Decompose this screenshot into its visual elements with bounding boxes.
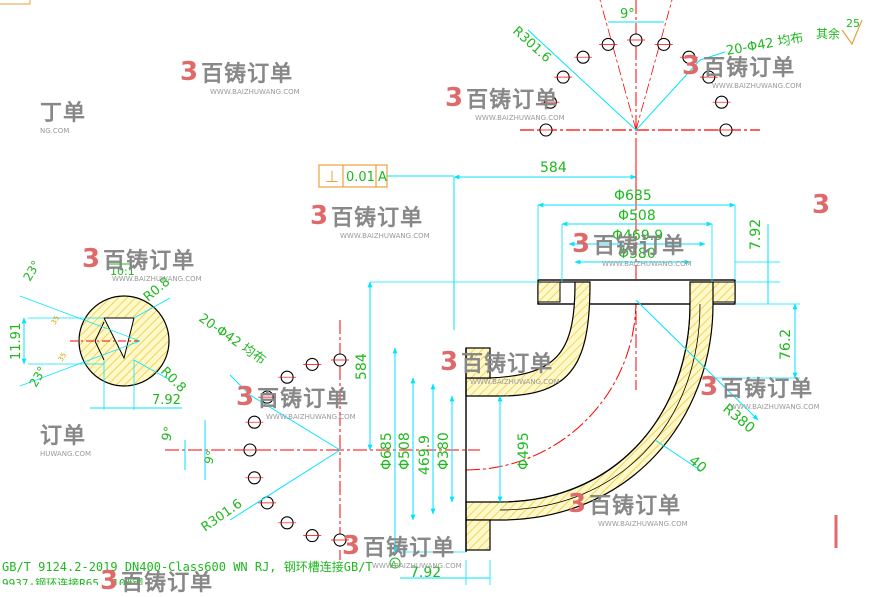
left-angle-9: 9° bbox=[159, 425, 177, 443]
d469-top: Φ469.9 bbox=[612, 228, 663, 244]
left-angle-9b: 9° bbox=[201, 449, 218, 466]
detail-r08-bottom: R0.8 bbox=[157, 364, 189, 396]
detail-scale: 10:1 bbox=[110, 265, 135, 278]
d792-bottom: 7.92 bbox=[410, 565, 441, 581]
flange-elbow-drawing: R301.6 20-Φ42 均布 9° 其余 25 584 ⊥ 0.01 A bbox=[0, 0, 863, 585]
top-bolt-holes bbox=[537, 33, 735, 137]
d469-left: 469.9 bbox=[417, 435, 433, 475]
detail-small-a: 35 bbox=[50, 314, 61, 326]
detail-11-91: 11.91 bbox=[9, 323, 24, 360]
tolerance-datum: A bbox=[378, 170, 387, 185]
d380-top: Φ380 bbox=[618, 246, 656, 262]
top-dimension-584: 584 bbox=[453, 160, 637, 330]
d380-left: Φ380 bbox=[436, 432, 452, 470]
d40-label: 40 bbox=[685, 453, 709, 477]
top-holes-label: 20-Φ42 均布 bbox=[725, 31, 805, 59]
d495: Φ495 bbox=[516, 432, 532, 470]
perpendicularity-frame: ⊥ 0.01 A bbox=[318, 164, 454, 188]
top-radius-label: R301.6 bbox=[509, 24, 553, 66]
detail-angle-top: 23° bbox=[20, 258, 43, 283]
note-line-2: 9937-钢环连接R65, 10#钢 bbox=[2, 577, 143, 585]
detail-angle-bottom: 23° bbox=[26, 364, 49, 389]
detail-small-b: 35 bbox=[57, 351, 68, 363]
notes: GB/T 9124.2-2019 DN400-Class600 WN RJ, 钢… bbox=[2, 559, 373, 585]
roughness-value: 25 bbox=[846, 17, 860, 30]
d685-left: Φ685 bbox=[379, 432, 395, 470]
dim-584-top: 584 bbox=[540, 160, 567, 176]
detail-7-92: 7.92 bbox=[152, 393, 181, 408]
note-line-1: GB/T 9124.2-2019 DN400-Class600 WN RJ, 钢… bbox=[2, 559, 373, 574]
left-bolt-holes bbox=[241, 353, 349, 547]
d508-top: Φ508 bbox=[618, 208, 656, 224]
ring-groove-detail: 11.91 23° 23° 35 35 R0.8 R0.8 7.92 10:1 bbox=[9, 258, 189, 410]
detail-r08-top: R0.8 bbox=[141, 274, 173, 305]
rest-finish-label: 其余 bbox=[816, 26, 840, 41]
d762: 76.2 bbox=[778, 329, 794, 360]
r380-label: R380 bbox=[719, 401, 757, 437]
left-bolt-circle-view: 20-Φ42 均布 9° 9° R301.6 bbox=[159, 311, 349, 560]
tolerance-symbol: ⊥ bbox=[325, 167, 339, 186]
left-holes-label: 20-Φ42 均布 bbox=[196, 311, 269, 368]
d792-right: 7.92 bbox=[748, 219, 764, 250]
d508-left: Φ508 bbox=[397, 432, 413, 470]
top-angle-label: 9° bbox=[620, 7, 635, 22]
left-diameter-dims: 584 Φ685 Φ508 469.9 Φ380 Φ495 7.92 A bbox=[354, 281, 538, 585]
elbow-section-view bbox=[330, 150, 736, 552]
datum-a-bottom: A bbox=[391, 560, 397, 569]
d685-top: Φ685 bbox=[614, 188, 652, 204]
tolerance-value: 0.01 bbox=[346, 170, 375, 185]
d584-left: 584 bbox=[354, 353, 370, 380]
left-radius-label: R301.6 bbox=[199, 496, 245, 535]
